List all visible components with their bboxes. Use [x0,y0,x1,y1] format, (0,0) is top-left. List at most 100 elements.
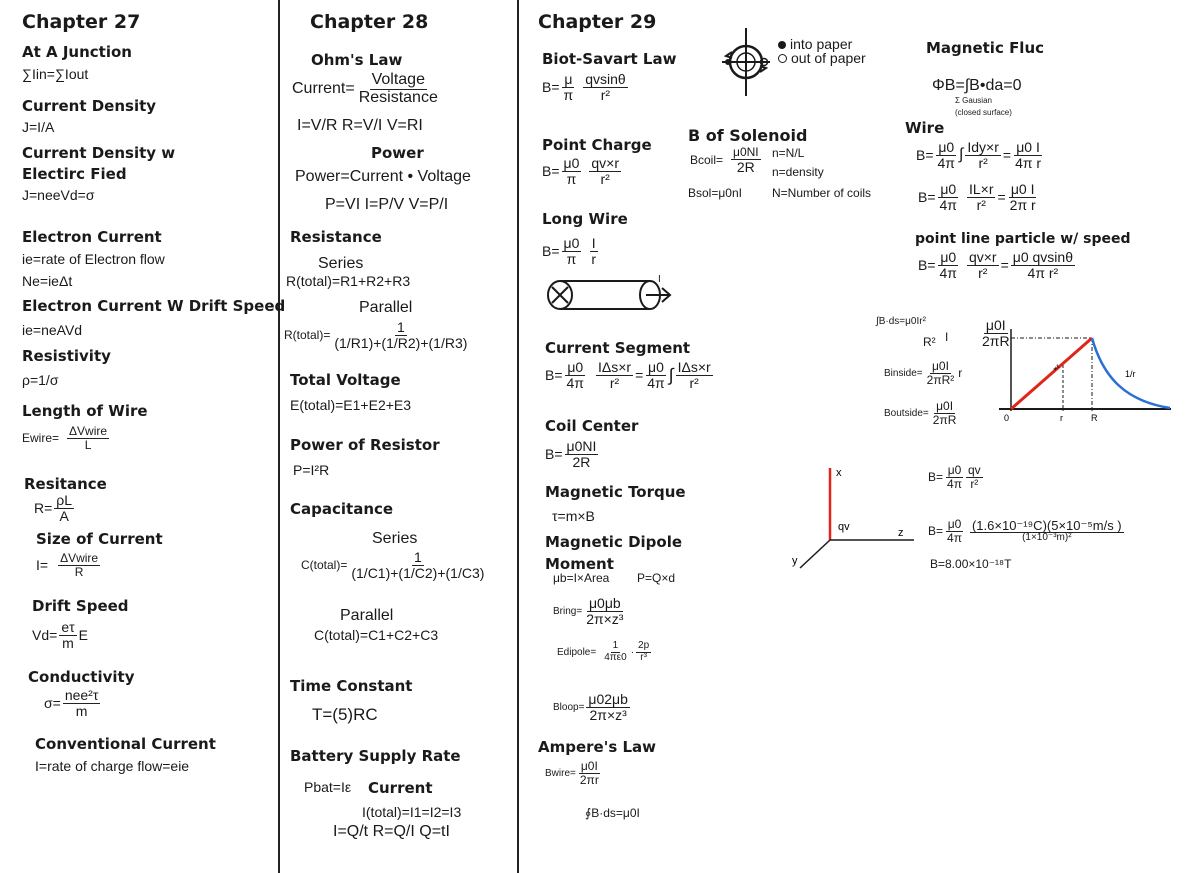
frac-den: 4π [566,374,584,391]
series-formula: R(total)=R1+R2+R3 [286,273,411,289]
legend-out-label: out of paper [791,50,866,66]
plp-equals: = [1000,257,1009,274]
magnetic-flux-note-2: (closed surface) [955,108,1012,117]
power-formula-1: Power=Current • Voltage [295,168,471,185]
graph-inverse-label: 1/r [1125,369,1136,379]
frac-den: 2π×z³ [589,706,627,723]
long-wire-lhs: B= [542,243,560,260]
frac-num: μ0 [561,235,582,252]
frac-den: 4π [939,196,957,213]
frac-num: qv×r [966,249,999,266]
size-of-current-lhs: I= [36,557,49,574]
battery-supply-rate-formula: Pbat=Iε [304,779,352,795]
frac-num: qvsinθ [583,71,628,88]
long-wire-heading: Long Wire [542,210,628,228]
example-2-frac-2: (1.6×10⁻¹⁹C)(5×10⁻⁵m/s )(1×10⁻³m)² [969,517,1124,544]
capacitance-lhs: C(total)= [301,558,348,573]
frac-num: μ0 [565,359,586,376]
column-divider-1 [278,0,280,873]
frac-num: (1.6×10⁻¹⁹C)(5×10⁻⁵m/s ) [969,517,1124,534]
frac-num: Idy×r [965,139,1001,156]
solenoid-b-formula: Bsol=μ0nI [688,186,742,200]
frac-den: 4π [947,476,962,491]
legend-out-of-paper: out of paper [778,50,866,66]
xyz-axes-diagram: x z y qv [792,467,914,569]
frac-den: A [59,507,69,524]
frac-num: qv×r [589,155,621,172]
example-1-lhs: B= [928,470,944,485]
frac-den: (1/R1)+(1/R2)+(1/R3) [334,334,468,351]
ampere-inside-formula: ∫B·ds=μ0Ir² [876,316,926,327]
frac-num: Voltage [369,71,427,90]
point-charge-lhs: B= [542,163,560,180]
into-paper-dot-icon [778,41,786,49]
b-loop-lhs: Bloop= [553,701,585,713]
magnetic-dipole-formula: μb=I×Area [553,571,610,585]
wire-1-lhs: B= [916,147,934,164]
long-wire-current-label: I [658,274,661,285]
example-2-lhs: B= [928,524,944,539]
b-inside-tail: r [958,366,963,381]
total-voltage-heading: Total Voltage [290,371,401,389]
current-heading: Current [368,779,433,797]
current-formula-1: I(total)=I1=I2=I3 [362,804,462,820]
frac-den: r² [976,196,986,213]
electron-current-formula-2: Ne=ieΔt [22,273,73,289]
frac-num: I [589,235,598,252]
resistivity-heading: Resistivity [22,347,111,365]
legend-into-paper: into paper [778,36,852,52]
frac-den: (1×10⁻³m)² [1022,532,1072,544]
frac-den: 2πR [982,332,1010,349]
magnetic-flux-heading: Magnetic Fluc [926,39,1045,57]
electron-current-formula-1: ie=rate of Electron flow [22,251,165,267]
size-of-current-heading: Size of Current [36,530,163,548]
drift-speed-tail: E [78,627,88,644]
magnetic-dipole-heading-2: Moment [545,555,614,573]
frac-num: μ0 I [1014,139,1042,156]
frac-den: π [566,250,577,267]
frac-den: 2R [736,158,755,175]
power-of-resistor-heading: Power of Resistor [290,436,440,454]
frac-num: μ0I [983,317,1008,334]
time-constant-heading: Time Constant [290,677,413,695]
wire-1-equals: = [1002,147,1012,164]
conductivity-lhs: σ= [44,695,61,712]
frac-den: 4π r [1015,154,1042,171]
magnetic-flux-formula: ΦB=∫B•da=0 [932,77,1022,94]
e-dipole-lhs: Edipole= [557,646,597,658]
frac-num: μ0 I [1008,181,1037,198]
wire-2-lhs: B= [918,189,936,206]
current-density-e-formula: J=neeVd=σ [22,187,95,203]
frac-den: Resistance [358,88,438,106]
frac-den: R [74,564,84,579]
frac-den: 2πR [932,412,957,427]
frac-num: 1 [610,640,621,653]
solenoid-n-density: n=density [772,165,824,179]
magnetic-flux-note-1: Σ Gausian [955,96,992,105]
frac-num: IL×r [966,181,996,198]
frac-num: μ0NI [731,145,761,160]
biot-savart-lhs: B= [542,79,560,96]
solenoid-coil-lhs: Bcoil= [690,153,724,168]
frac-den: 4π [647,374,665,391]
